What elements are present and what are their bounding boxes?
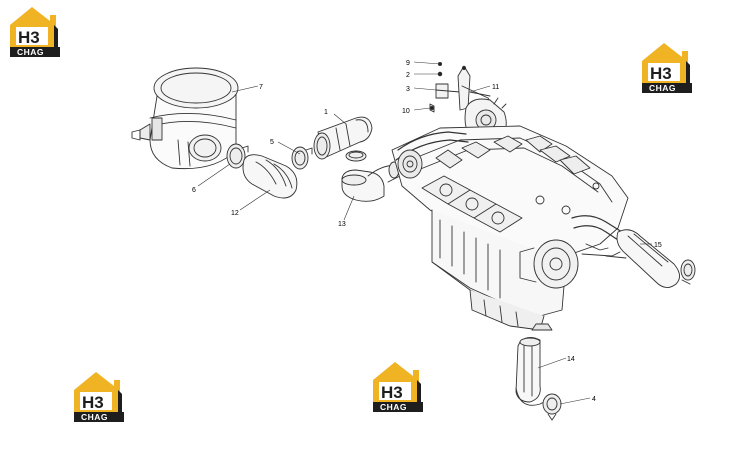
house-logo-icon: H3 CHAG	[373, 362, 423, 412]
callout-1: 1	[324, 109, 328, 116]
callout-2: 2	[406, 72, 410, 79]
callout-9: 9	[406, 60, 410, 67]
logo-letters: H3	[82, 393, 104, 412]
callout-11: 11	[492, 84, 499, 91]
hose-clamp-4	[542, 393, 562, 421]
callout-labels: 7 1 5 6 12 13 9 2 3 10 11 15 14 4	[192, 60, 662, 403]
leader-lines	[197, 61, 652, 405]
watermark-logo-bottom-left: H3 CHAG	[70, 370, 126, 422]
callout-6: 6	[192, 187, 196, 194]
callout-3: 3	[406, 86, 410, 93]
logo-band-text: CHAG	[81, 412, 108, 422]
callout-4: 4	[592, 396, 596, 403]
elbow-hose-13	[341, 161, 401, 202]
air-filter-housing	[131, 67, 239, 170]
callout-10: 10	[402, 108, 410, 115]
logo-band-text: CHAG	[649, 83, 676, 93]
callout-12: 12	[231, 210, 239, 217]
house-logo-icon: H3 CHAG	[10, 7, 60, 57]
hose-clamp-6	[226, 143, 249, 169]
house-logo-icon: H3 CHAG	[642, 43, 692, 93]
coolant-hose-15	[616, 229, 696, 288]
callout-5: 5	[270, 139, 274, 146]
callout-15: 15	[654, 242, 662, 249]
callout-14: 14	[567, 356, 575, 363]
coolant-hose-14	[515, 337, 549, 406]
watermark-logo-top-left: H3 CHAG	[6, 5, 62, 57]
hose-clamp-5	[291, 146, 313, 170]
logo-letters: H3	[18, 28, 40, 47]
watermark-logo-bottom-center: H3 CHAG	[369, 360, 425, 412]
elbow-hose-12	[242, 154, 298, 199]
logo-band-text: CHAG	[380, 402, 407, 412]
engine-block	[391, 125, 629, 331]
logo-letters: H3	[381, 383, 403, 402]
callout-13: 13	[338, 221, 346, 228]
logo-letters: H3	[650, 64, 672, 83]
hose-clamp-pipe	[345, 150, 367, 162]
callout-7: 7	[259, 84, 263, 91]
logo-band-text: CHAG	[17, 47, 44, 57]
watermark-logo-top-right: H3 CHAG	[638, 41, 694, 93]
intake-pipe-1	[313, 116, 373, 160]
house-logo-icon: H3 CHAG	[74, 372, 124, 422]
